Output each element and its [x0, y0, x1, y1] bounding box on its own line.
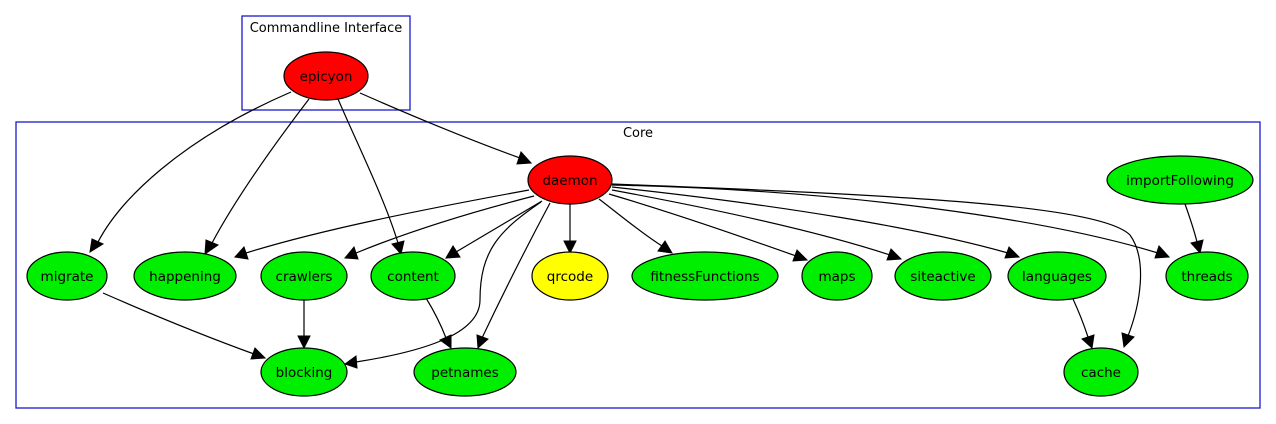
node-crawlers-label: crawlers: [276, 269, 333, 285]
node-epicyon[interactable]: epicyon: [283, 51, 369, 101]
node-languages[interactable]: languages: [1007, 251, 1107, 301]
node-daemon[interactable]: daemon: [527, 155, 613, 205]
node-migrate[interactable]: migrate: [26, 251, 108, 301]
edge-daemon-petnames: [476, 202, 551, 350]
node-content[interactable]: content: [370, 251, 456, 301]
node-petnames[interactable]: petnames: [413, 347, 517, 397]
node-migrate-label: migrate: [41, 269, 94, 285]
cluster-cli-label: Commandline Interface: [250, 21, 403, 36]
edge-content-petnames: [425, 297, 452, 349]
cluster-core-label: Core: [623, 126, 653, 141]
arrowhead-icon: [297, 335, 311, 350]
node-threads-label: threads: [1181, 269, 1232, 285]
node-siteactive[interactable]: siteactive: [894, 251, 992, 301]
arrowhead-icon: [1004, 246, 1021, 259]
edge-daemon-qrcode: [563, 204, 577, 255]
edge-importFollowing-threads: [1184, 203, 1204, 255]
edge-epicyon-daemon: [359, 92, 533, 165]
arrowhead-icon: [439, 334, 452, 349]
edge-crawlers-blocking: [297, 300, 311, 350]
arrowhead-icon: [563, 240, 577, 255]
node-importFollowing-label: importFollowing: [1126, 173, 1234, 189]
cluster-cli: Commandline Interface: [241, 15, 411, 111]
arrowhead-icon: [1121, 332, 1135, 349]
edge-daemon-threads: [611, 184, 1171, 259]
cluster-core: Core: [15, 121, 1261, 409]
edge-epicyon-migrate: [89, 91, 292, 253]
node-fitnessFunctions-label: fitnessFunctions: [650, 269, 759, 285]
node-maps-label: maps: [818, 269, 855, 285]
nodes: epicyon daemon importFollowing migrate h…: [26, 51, 1254, 397]
edge-languages-cache: [1072, 298, 1095, 349]
arrowhead-icon: [89, 238, 105, 253]
node-cache[interactable]: cache: [1063, 347, 1139, 397]
node-content-label: content: [387, 269, 439, 285]
arrowhead-icon: [250, 347, 267, 360]
arrowhead-icon: [657, 240, 673, 254]
arrowhead-icon: [886, 248, 903, 261]
edge-daemon-blocking: [343, 201, 542, 369]
arrowhead-icon: [1081, 334, 1095, 349]
node-qrcode[interactable]: qrcode: [531, 251, 609, 301]
arrowhead-icon: [1154, 245, 1171, 259]
node-cache-label: cache: [1081, 365, 1121, 381]
edge-daemon-cache: [611, 183, 1142, 349]
edge-epicyon-happening: [204, 98, 310, 256]
arrowhead-icon: [343, 355, 358, 369]
node-fitnessFunctions[interactable]: fitnessFunctions: [631, 251, 779, 301]
node-happening-label: happening: [149, 269, 221, 285]
node-blocking-label: blocking: [276, 365, 333, 381]
node-blocking[interactable]: blocking: [260, 347, 348, 397]
edge-daemon-siteactive: [611, 189, 903, 261]
edge-daemon-fitnessFunctions: [598, 198, 673, 254]
node-maps[interactable]: maps: [801, 251, 873, 301]
edges: [89, 91, 1204, 369]
edge-migrate-blocking: [102, 292, 267, 360]
cluster-core-border: [15, 121, 1261, 409]
edge-daemon-content: [445, 200, 543, 259]
edge-daemon-languages: [611, 186, 1021, 259]
arrowhead-icon: [516, 151, 533, 165]
arrowhead-icon: [792, 249, 809, 262]
node-daemon-label: daemon: [542, 173, 597, 189]
edge-epicyon-content: [337, 98, 405, 256]
arrowhead-icon: [234, 246, 249, 260]
arrowhead-icon: [445, 245, 461, 259]
cluster-cli-border: [241, 15, 411, 111]
edge-daemon-happening: [234, 189, 530, 260]
node-languages-label: languages: [1022, 269, 1092, 285]
node-happening[interactable]: happening: [133, 251, 237, 301]
node-siteactive-label: siteactive: [910, 269, 975, 285]
node-epicyon-label: epicyon: [300, 69, 353, 85]
node-petnames-label: petnames: [431, 365, 499, 381]
node-crawlers[interactable]: crawlers: [260, 251, 348, 301]
arrowhead-icon: [476, 334, 489, 350]
arrowhead-icon: [344, 245, 359, 260]
edge-daemon-crawlers: [344, 195, 535, 260]
edge-daemon-maps: [608, 193, 809, 262]
node-threads[interactable]: threads: [1165, 251, 1249, 301]
arrowhead-icon: [204, 239, 220, 256]
node-qrcode-label: qrcode: [547, 269, 593, 285]
arrowhead-icon: [1190, 239, 1204, 255]
arrowhead-icon: [391, 240, 405, 256]
node-importFollowing[interactable]: importFollowing: [1106, 155, 1254, 205]
